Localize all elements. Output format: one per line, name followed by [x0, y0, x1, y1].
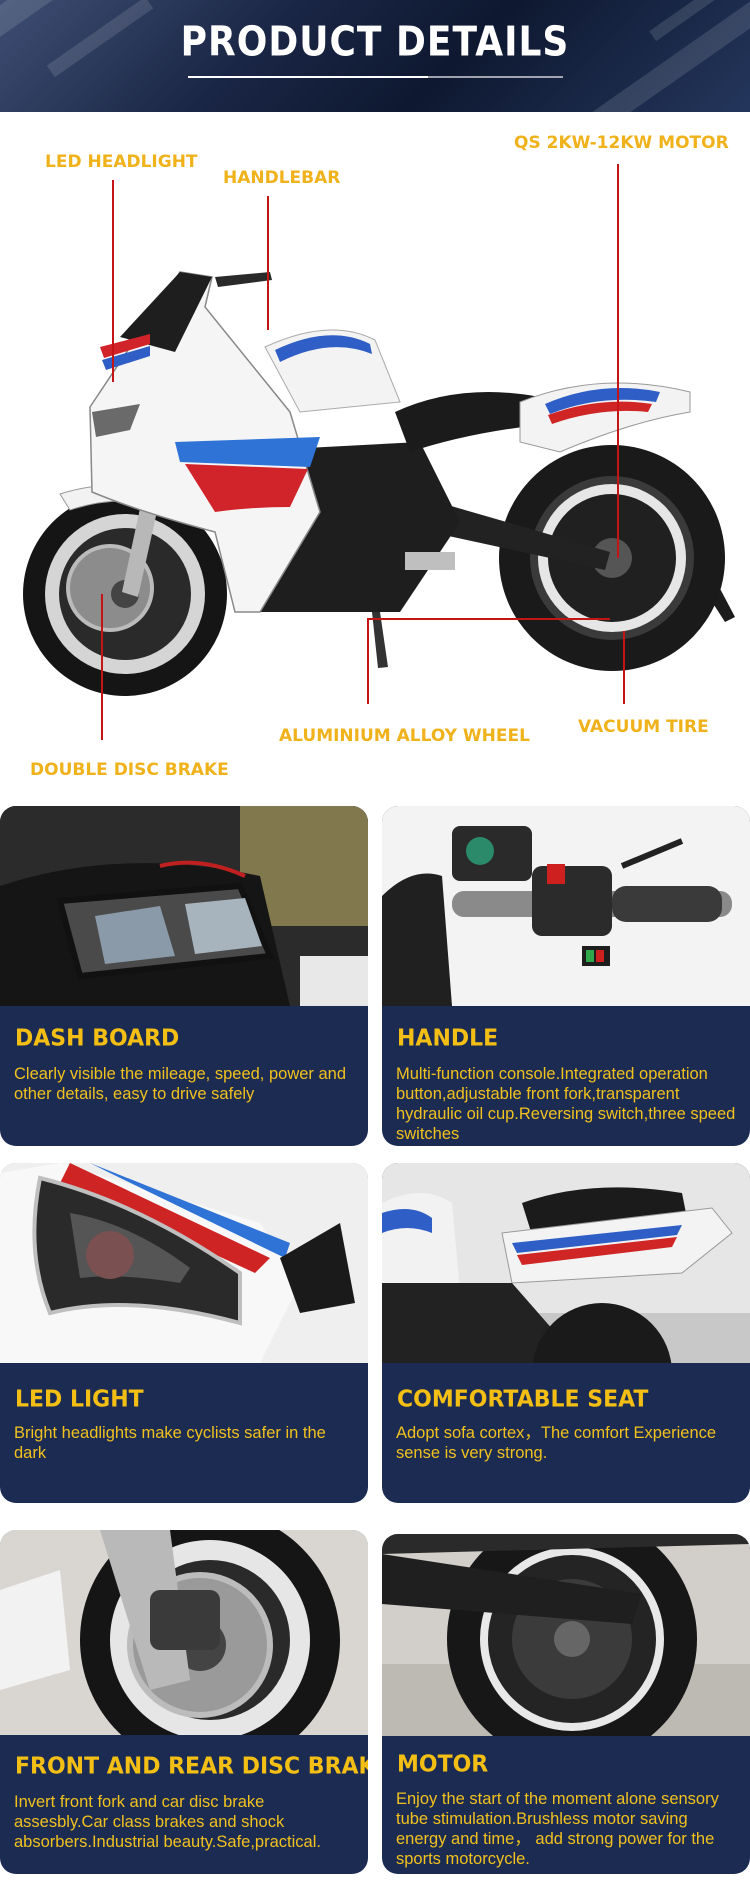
feature-card-dash-board: DASH BOARD Clearly visible the mileage, … — [0, 806, 368, 1146]
handlebar-shape — [215, 272, 272, 287]
windscreen-shape — [120, 272, 212, 352]
motor-photo — [382, 1534, 750, 1736]
feature-title: HANDLE — [397, 1025, 499, 1052]
motorcycle-illustration — [23, 164, 735, 740]
feature-card-handle: HANDLE Multi-function console.Integrated… — [382, 806, 750, 1146]
feature-title: DASH BOARD — [15, 1025, 180, 1052]
disc-brake-photo — [0, 1530, 368, 1735]
feature-title: LED LIGHT — [15, 1386, 144, 1413]
feature-description: Multi-function console.Integrated operat… — [396, 1065, 736, 1143]
feature-title: COMFORTABLE SEAT — [397, 1386, 649, 1413]
feature-card-comfortable-seat: COMFORTABLE SEAT Adopt sofa cortex，The c… — [382, 1163, 750, 1503]
handle-photo — [382, 806, 750, 1006]
tail-stripe-shape — [545, 388, 660, 414]
swingarm-shape — [420, 497, 610, 570]
wheel-leader-line — [367, 618, 610, 704]
callout-vacuum-tire: VACUUM TIRE — [578, 717, 709, 737]
callout-double-disc-brake: DOUBLE DISC BRAKE — [30, 760, 229, 780]
feature-title: MOTOR — [397, 1751, 489, 1778]
led-light-photo — [0, 1163, 368, 1363]
callout-handlebar: HANDLEBAR — [223, 168, 341, 188]
fairing-stripe-red — [185, 464, 308, 512]
seat-photo — [382, 1163, 750, 1363]
feature-description: Invert front fork and car disc brake ass… — [14, 1793, 321, 1851]
tail-stripe-shape — [548, 401, 652, 424]
callout-aluminium-wheel: ALUMINIUM ALLOY WHEEL — [279, 726, 530, 746]
callout-leader-lines — [101, 164, 625, 740]
feature-description: Adopt sofa cortex，The comfort Experience… — [396, 1424, 717, 1462]
footrest-shape — [405, 552, 455, 570]
feature-card-disc-brake: FRONT AND REAR DISC BRAKE Invert front f… — [0, 1530, 368, 1874]
feature-description: Enjoy the start of the moment alone sens… — [396, 1790, 719, 1868]
feature-title: FRONT AND REAR DISC BRAKE — [15, 1753, 368, 1780]
feature-description: Bright headlights make cyclists safer in… — [14, 1424, 326, 1462]
title-underline — [428, 76, 563, 78]
title-underline — [188, 76, 428, 78]
dashboard-photo — [0, 806, 368, 1006]
callout-motor: QS 2KW-12KW MOTOR — [514, 133, 729, 153]
seat-shape — [395, 392, 548, 452]
fairing-stripe-blue — [175, 437, 320, 467]
headlight-shape — [92, 404, 140, 437]
tank-stripe-shape — [275, 335, 372, 362]
feature-description: Clearly visible the mileage, speed, powe… — [14, 1065, 347, 1103]
feature-card-motor: MOTOR Enjoy the start of the moment alon… — [382, 1534, 750, 1874]
callout-led-headlight: LED HEADLIGHT — [45, 152, 198, 172]
feature-card-led-light: LED LIGHT Bright headlights make cyclist… — [0, 1163, 368, 1503]
kickstand-shape — [372, 612, 388, 668]
page-title: PRODUCT DETAILS — [180, 18, 570, 67]
hero-product-diagram: LED HEADLIGHT HANDLEBAR QS 2KW-12KW MOTO… — [0, 112, 750, 797]
product-details-banner: PRODUCT DETAILS — [0, 0, 750, 112]
